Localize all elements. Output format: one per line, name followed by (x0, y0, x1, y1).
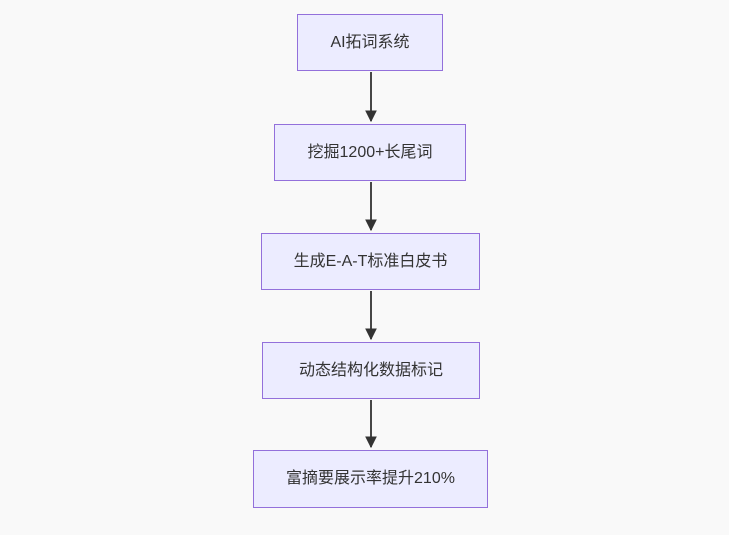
flowchart-node-longtail-mining: 挖掘1200+长尾词 (274, 124, 466, 181)
node-label: 动态结构化数据标记 (298, 361, 443, 379)
node-label: 挖掘1200+长尾词 (307, 143, 433, 161)
flowchart-node-ai-word-expansion: AI拓词系统 (297, 14, 443, 71)
node-label: AI拓词系统 (330, 33, 410, 51)
node-label: 生成E-A-T标准白皮书 (293, 252, 448, 270)
node-label: 富摘要展示率提升210% (286, 470, 455, 488)
flowchart-node-eat-whitepaper: 生成E-A-T标准白皮书 (261, 233, 480, 290)
flowchart-node-rich-snippet-result: 富摘要展示率提升210% (253, 450, 488, 508)
flowchart-node-structured-data-markup: 动态结构化数据标记 (262, 342, 480, 399)
